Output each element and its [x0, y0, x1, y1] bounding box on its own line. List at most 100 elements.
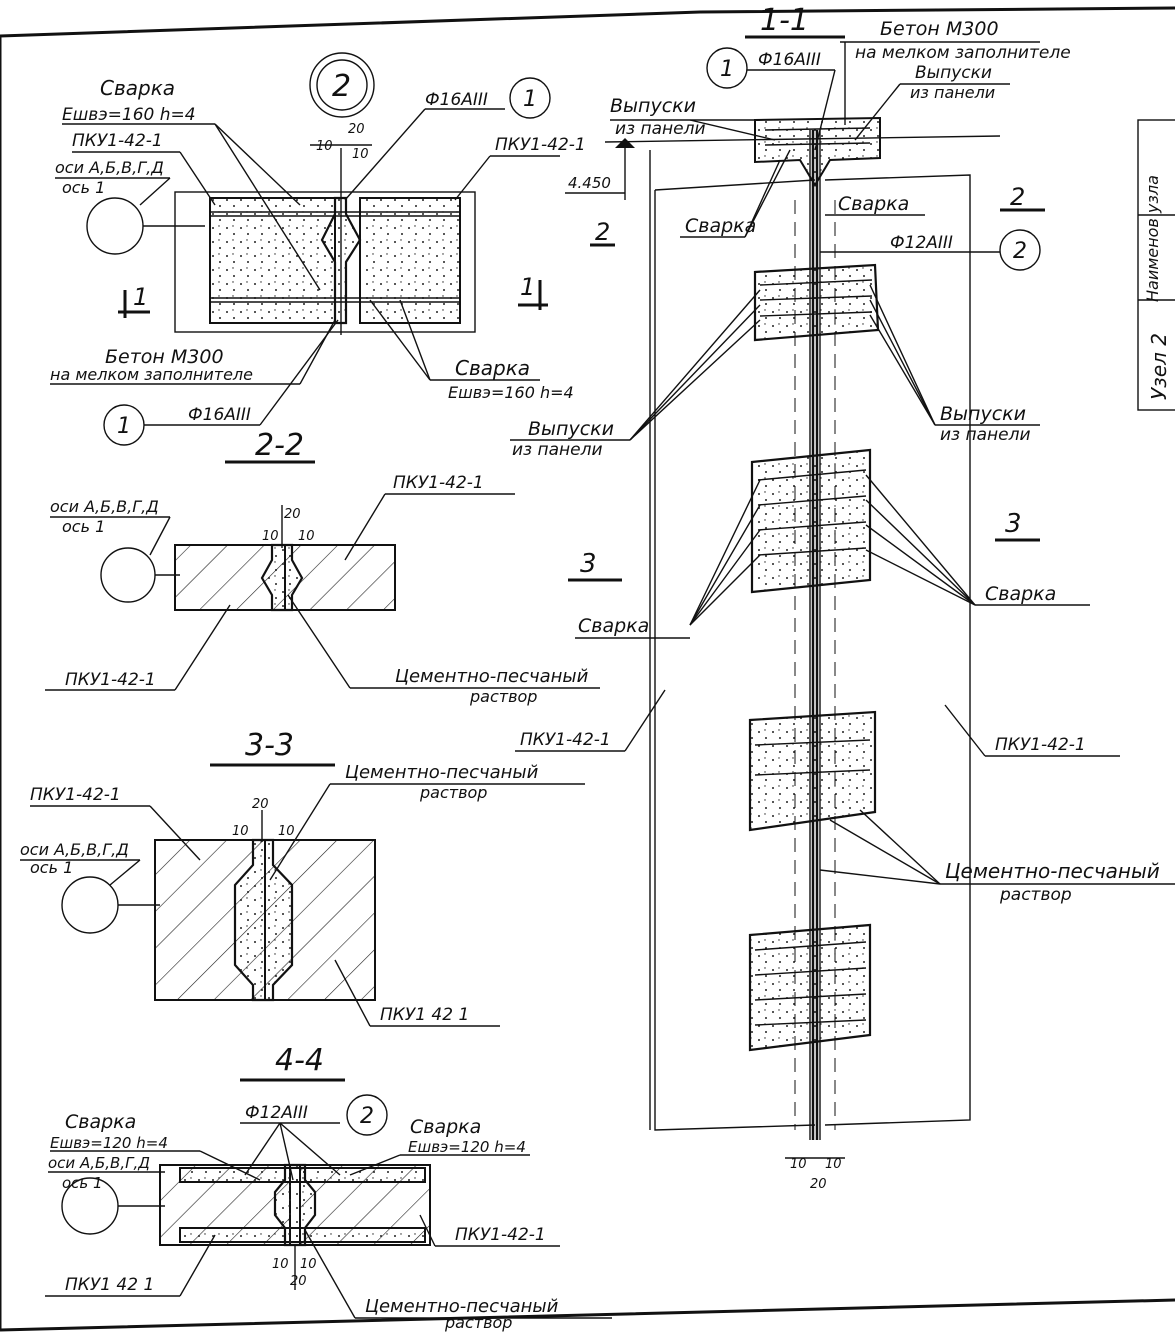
side-table-header: Наименов узла	[1143, 175, 1162, 302]
plan-axes-2: ось 1	[62, 178, 105, 197]
node-plan-rebar-marker: 1	[523, 87, 537, 112]
plan-axes-1: оси А,Б,В,Г,Д	[55, 158, 164, 177]
section-2-2-title: 2-2	[255, 428, 304, 463]
s11-rebar2-marker	[999, 229, 1041, 271]
s33-panel-bottom: ПКУ1 42 1	[380, 1005, 469, 1025]
plan-panel-right	[359, 197, 461, 324]
s11-dim-10a: 10	[790, 1157, 807, 1172]
s11-rebar1-label: Ф16АIII	[758, 50, 821, 70]
plan-weld-top-1: Сварка	[100, 76, 175, 100]
s11-cut3-right: 3	[1005, 509, 1022, 539]
section-4-4-title: 4-4	[275, 1043, 324, 1078]
section-1-1: 1-1	[510, 3, 1175, 1192]
s22-axes-1: оси А,Б,В,Г,Д	[50, 497, 159, 516]
s22-mortar-1: Цементно-песчаный	[395, 666, 589, 687]
s44-weld-left-1: Сварка	[65, 1111, 136, 1133]
s33-panel-top: ПКУ1-42-1	[30, 785, 121, 805]
s11-mortar-1: Цементно-песчаный	[945, 859, 1160, 883]
s11-rebar1-marker	[706, 47, 748, 89]
plan-rebar-label: Ф16АIII	[425, 90, 488, 110]
side-title-block: Наименов узла Узел 2	[1137, 119, 1175, 411]
plan-weld-top-2: Ешвэ=160 h=4	[62, 105, 196, 125]
s44-rebar-marker	[346, 1094, 388, 1136]
elevation-panel-right	[824, 174, 971, 1126]
node-badge-number: 2	[332, 69, 351, 104]
s11-cut3-left: 3	[580, 549, 597, 579]
s11-concrete-2: на мелком заполнителе	[855, 43, 1071, 63]
s33-mortar-2: раствор	[419, 783, 487, 802]
section-1-1-rebar1-marker: 1	[720, 57, 734, 82]
plan-panel-label-right: ПКУ1-42-1	[495, 135, 586, 155]
plan-cut-right: 1	[520, 273, 535, 301]
joint-block-1	[753, 263, 880, 342]
s22-panel-top: ПКУ1-42-1	[393, 473, 484, 493]
section-2-2: 2-2 20 10 10 оси А,Б,В,Г,Д ось 1 ПКУ1-42…	[45, 428, 600, 706]
side-table-value: Узел 2	[1147, 333, 1171, 400]
s11-dim-20: 20	[810, 1177, 827, 1192]
s33-dim-10b: 10	[278, 824, 295, 839]
node-badge-inner	[316, 59, 368, 111]
s22-panel-bottom: ПКУ1-42-1	[65, 670, 156, 690]
sheet-frame	[0, 6, 1175, 1332]
s33-axes-2: ось 1	[30, 858, 73, 877]
s11-weld-right: Сварка	[838, 193, 909, 215]
joint-block-4	[748, 923, 872, 1052]
section-1-1-title: 1-1	[760, 3, 809, 38]
s44-axes-2: ось 1	[62, 1174, 103, 1192]
s11-outlet-left-2: из панели	[615, 119, 706, 139]
plan-concrete-2: на мелком заполнителе	[50, 365, 253, 384]
s11-cut2-right: 2	[1010, 183, 1025, 211]
section-4-4: 4-4 Ф12АIII 2 Сварка Ешвэ=120 h=4 Сварка…	[45, 1043, 612, 1332]
section-3-3-title: 3-3	[245, 728, 294, 763]
plan-dim-10a: 10	[316, 139, 333, 154]
s11-weld-left: Сварка	[685, 215, 756, 237]
plan-dim-10b: 10	[352, 147, 369, 162]
s33-dim-20: 20	[252, 797, 269, 812]
s11-outlet-right-2: из панели	[910, 83, 995, 102]
section-4-4-rebar-marker: 2	[360, 1104, 374, 1129]
s11-outlet-left-1: Выпуски	[610, 95, 696, 117]
s11-cut2-left: 2	[595, 218, 610, 246]
plan-panel-left	[209, 197, 336, 324]
node-plan-rebar-b-marker: 1	[117, 414, 131, 439]
s11-outlet-right-1: Выпуски	[915, 63, 992, 83]
s11-panel-left: ПКУ1-42-1	[520, 730, 611, 750]
s33-dim-10a: 10	[232, 824, 249, 839]
s44-mortar-1: Цементно-песчаный	[365, 1296, 559, 1317]
s44-weld-right-1: Сварка	[410, 1116, 481, 1138]
axis-circle-s22	[100, 547, 156, 603]
s44-axes-1: оси А,Б,В,Г,Д	[48, 1154, 150, 1172]
s11-level: 4.450	[568, 174, 611, 192]
plan-cut-left: 1	[133, 283, 148, 311]
s11-rebar2-label: Ф12АIII	[890, 233, 953, 253]
s33-axes-1: оси А,Б,В,Г,Д	[20, 840, 129, 859]
node-plan: 2 Сварка Ешвэ=160 h=4 ПКУ1-42-1 оси А,Б,…	[50, 52, 586, 446]
s11-outlets-mid-left-1: Выпуски	[528, 418, 614, 440]
section-3-3: 3-3 20 10 10 ПКУ1-42-1 Цементно-песчаный…	[20, 728, 585, 1027]
s22-dim-20: 20	[284, 507, 301, 522]
plan-weld-bottom-2: Ешвэ=160 h=4	[448, 383, 574, 402]
s11-outlets-mid-right-2: из панели	[940, 425, 1031, 445]
s22-dim-10a: 10	[262, 529, 279, 544]
s11-outlets-mid-right-1: Выпуски	[940, 403, 1026, 425]
s22-mortar-2: раствор	[469, 687, 537, 706]
plan-concrete-1: Бетон М300	[105, 346, 224, 368]
joint-block-2	[750, 448, 872, 594]
s44-dim-10b: 10	[300, 1257, 317, 1272]
s44-weld-right-2: Ешвэ=120 h=4	[408, 1138, 526, 1156]
s11-outlets-mid-left-2: из панели	[512, 440, 603, 460]
plan-panel-label-left: ПКУ1-42-1	[72, 131, 163, 151]
s11-panel-right: ПКУ1-42-1	[995, 735, 1086, 755]
section-1-1-rebar2-marker: 2	[1013, 239, 1027, 264]
elevation-panel-left	[654, 179, 816, 1131]
s44-dim-10a: 10	[272, 1257, 289, 1272]
s44-mortar-2: раствор	[444, 1313, 512, 1332]
s22-dim-10b: 10	[298, 529, 315, 544]
s44-rebar-label: Ф12АIII	[245, 1103, 308, 1123]
axis-circle-s33	[61, 876, 119, 934]
plan-rebar-marker	[509, 77, 551, 119]
s44-panel-bottom: ПКУ1 42 1	[65, 1275, 154, 1295]
plan-rebar-label-b: Ф16АIII	[188, 405, 251, 425]
s44-dim-20: 20	[290, 1274, 307, 1289]
